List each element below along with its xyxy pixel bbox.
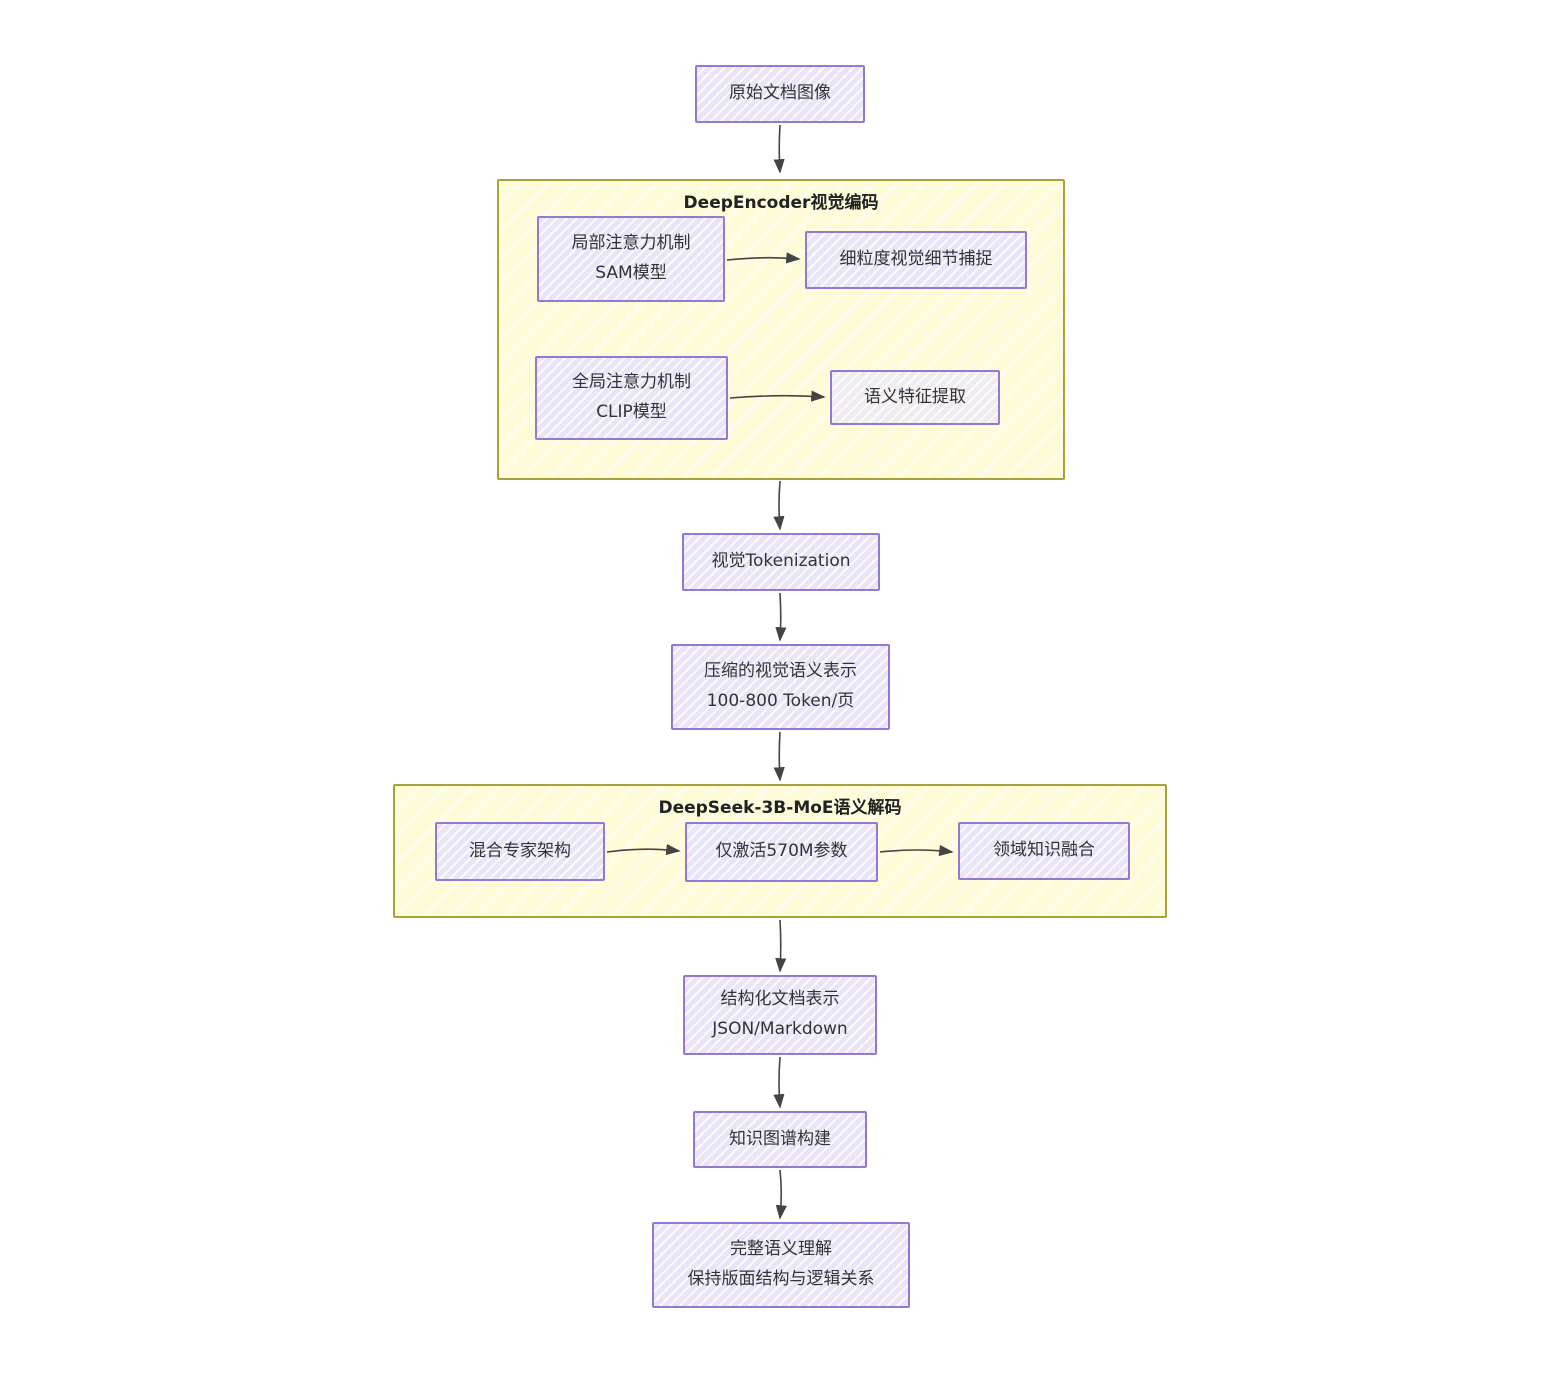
arrow-encoder-to-token (773, 480, 785, 531)
node-active-params-570m: 仅激活570M参数 (685, 822, 878, 882)
node-fine-grained-detail: 细粒度视觉细节捕捉 (805, 231, 1027, 289)
node-label: 视觉Tokenization (711, 551, 851, 572)
arrow-compressed-to-decoder (773, 731, 785, 782)
group-deepseek-moe-title: DeepSeek-3B-MoE语义解码 (658, 798, 902, 818)
node-global-attention-clip: 全局注意力机制 CLIP模型 (535, 356, 728, 440)
arrow-token-to-compressed (775, 592, 787, 642)
node-domain-knowledge-fusion: 领域知识融合 (958, 822, 1130, 880)
arrow-structured-to-kg (773, 1056, 785, 1109)
node-label-line2: CLIP模型 (596, 402, 667, 422)
arrow-kg-to-full (775, 1169, 787, 1220)
node-structured-doc-representation: 结构化文档表示 JSON/Markdown (683, 975, 877, 1055)
node-label-line2: 保持版面结构与逻辑关系 (687, 1269, 875, 1289)
node-label-line2: JSON/Markdown (712, 1019, 848, 1039)
node-label: 语义特征提取 (864, 386, 966, 407)
node-label-line1: 压缩的视觉语义表示 (704, 661, 857, 682)
node-local-attention-sam: 局部注意力机制 SAM模型 (537, 216, 725, 302)
node-label-line1: 局部注意力机制 (571, 233, 691, 254)
node-label-line1: 结构化文档表示 (720, 989, 840, 1010)
node-label: 领域知识融合 (993, 840, 1095, 861)
node-visual-tokenization: 视觉Tokenization (682, 533, 880, 591)
node-label-line1: 完整语义理解 (730, 1239, 832, 1260)
node-compressed-representation: 压缩的视觉语义表示 100-800 Token/页 (671, 644, 890, 730)
node-semantic-feature-extract: 语义特征提取 (830, 370, 1000, 425)
node-label: 混合专家架构 (469, 840, 571, 861)
node-label: 仅激活570M参数 (715, 841, 848, 862)
arrow-raw-to-encoder (773, 124, 785, 174)
node-label: 原始文档图像 (729, 83, 831, 104)
node-label-line2: SAM模型 (595, 263, 667, 283)
node-label: 细粒度视觉细节捕捉 (839, 249, 993, 270)
group-deepencoder-title: DeepEncoder视觉编码 (683, 193, 879, 213)
node-full-semantic-understanding: 完整语义理解 保持版面结构与逻辑关系 (652, 1222, 910, 1308)
node-label: 知识图谱构建 (729, 1128, 831, 1149)
node-knowledge-graph-build: 知识图谱构建 (693, 1111, 867, 1168)
arrow-decoder-to-structured (775, 919, 787, 973)
node-mixture-of-experts: 混合专家架构 (435, 822, 605, 881)
node-label-line1: 全局注意力机制 (572, 372, 691, 393)
node-label-line2: 100-800 Token/页 (706, 691, 855, 711)
node-raw-document-image: 原始文档图像 (695, 65, 865, 123)
